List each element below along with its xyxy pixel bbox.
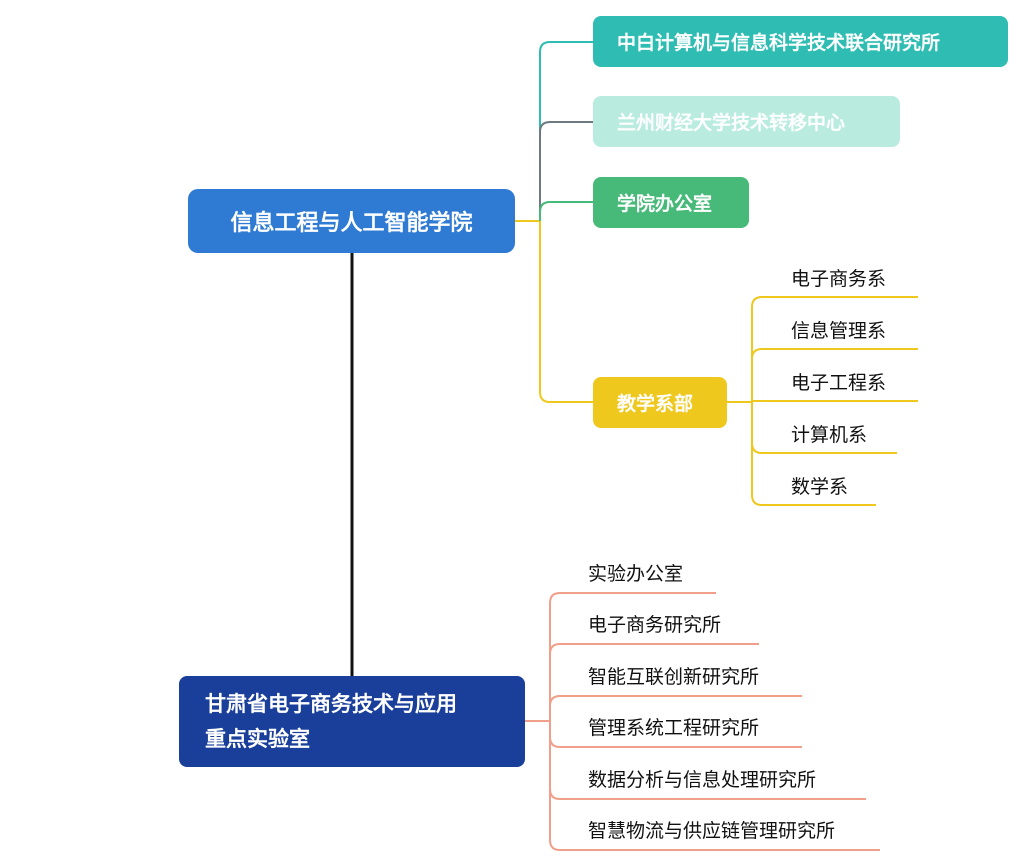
department-item[interactable]: 电子工程系 xyxy=(791,372,887,394)
lab-item[interactable]: 电子商务研究所 xyxy=(588,614,722,636)
lab-item[interactable]: 数据分析与信息处理研究所 xyxy=(588,769,817,791)
lab-connector-6 xyxy=(549,721,880,851)
lab-connector-3 xyxy=(549,695,802,721)
institute-node[interactable]: 中白计算机与信息科学技术联合研究所 xyxy=(593,16,1008,67)
lab-connector-1 xyxy=(549,592,716,721)
college-root-node[interactable]: 信息工程与人工智能学院 xyxy=(188,189,515,253)
dept-connector-3 xyxy=(751,400,918,402)
lab-item[interactable]: 管理系统工程研究所 xyxy=(588,717,760,739)
lab-item[interactable]: 智能互联创新研究所 xyxy=(588,666,760,688)
lab-root-line-1: 甘肃省电子商务技术与应用 xyxy=(205,691,457,716)
transfer-center-node[interactable]: 兰州财经大学技术转移中心 xyxy=(593,96,900,147)
branch-yellow xyxy=(539,221,593,403)
dept-connector-5 xyxy=(751,402,876,506)
teaching-node[interactable]: 教学系部 xyxy=(593,377,727,428)
dept-connector-2 xyxy=(751,348,918,402)
branch-mint xyxy=(539,121,593,221)
department-item[interactable]: 电子商务系 xyxy=(791,268,887,290)
department-item[interactable]: 数学系 xyxy=(791,476,849,498)
branch-green xyxy=(539,201,593,221)
lab-connector-2 xyxy=(549,643,759,721)
office-node[interactable]: 学院办公室 xyxy=(593,177,749,228)
lab-item[interactable]: 实验办公室 xyxy=(588,563,684,585)
department-item[interactable]: 计算机系 xyxy=(791,424,868,446)
branch-teal xyxy=(539,41,593,221)
lab-root-line-2: 重点实验室 xyxy=(205,726,310,751)
department-item[interactable]: 信息管理系 xyxy=(791,320,887,342)
dept-connector-1 xyxy=(751,296,918,402)
lab-root-node[interactable]: 甘肃省电子商务技术与应用 重点实验室 xyxy=(179,676,525,767)
lab-item[interactable]: 智慧物流与供应链管理研究所 xyxy=(588,820,836,842)
